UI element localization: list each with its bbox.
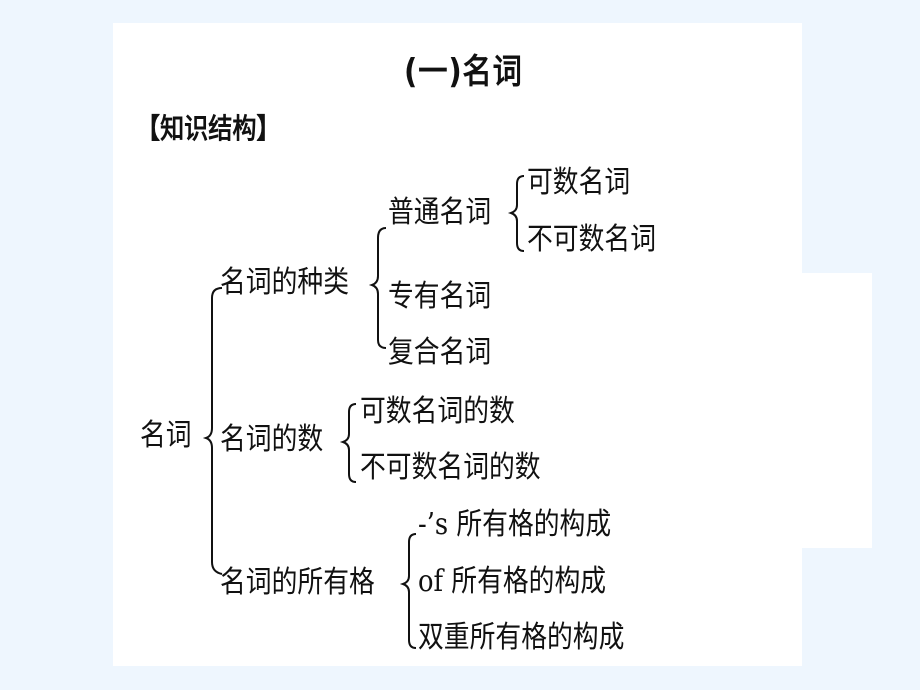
leaf-countable-number: 可数名词的数 [360,394,515,429]
leaf-countable-noun: 可数名词 [527,165,631,200]
node-proper-noun: 专有名词 [388,279,492,314]
leaf-of-possessive: of 所有格的构成 [418,564,607,599]
node-compound-noun: 复合名词 [388,335,492,370]
section-heading: 【知识结构】 [136,112,281,145]
leaf-double-possessive: 双重所有格的构成 [418,620,625,655]
slide-title: (一)名词 [404,52,523,92]
node-common-noun: 普通名词 [388,195,492,230]
leaf-uncountable-number: 不可数名词的数 [360,450,541,485]
slide-card [113,23,802,666]
leaf-uncountable-noun: 不可数名词 [527,222,656,257]
branch-noun-possessive: 名词的所有格 [220,565,375,600]
slide-card-extension [802,273,872,548]
tree-root: 名词 [140,418,192,453]
branch-noun-kinds: 名词的种类 [220,265,349,300]
branch-noun-number: 名词的数 [220,422,324,457]
leaf-s-possessive: -’s 所有格的构成 [418,507,612,542]
